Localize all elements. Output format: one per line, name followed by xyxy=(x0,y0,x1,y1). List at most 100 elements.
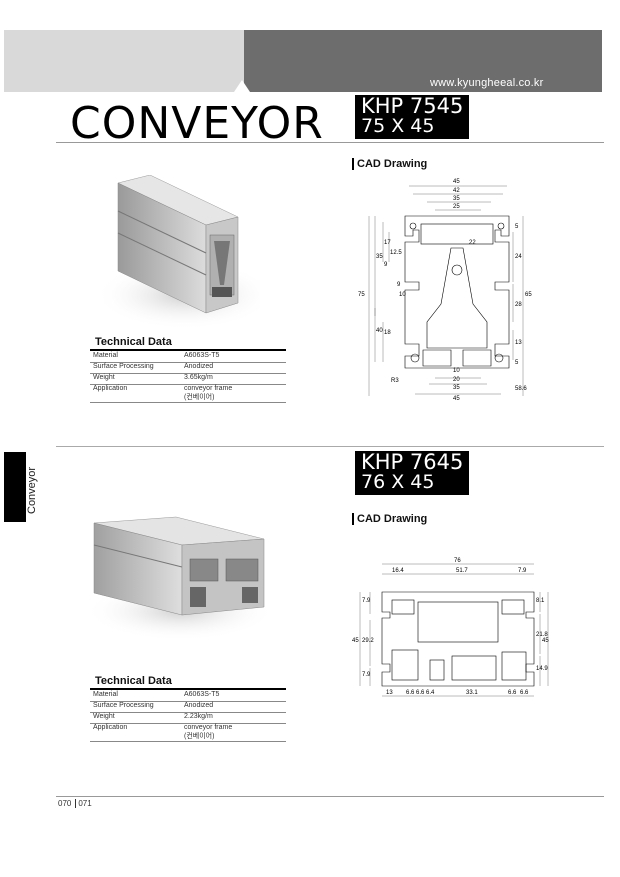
tech-value: Anodized xyxy=(181,701,286,713)
dim-bot-6-6-b: 6.6 xyxy=(416,690,425,696)
product-image-1 xyxy=(95,175,260,330)
tech-value: Anodized xyxy=(181,362,286,374)
dim-left-9-a: 9 xyxy=(384,262,388,268)
dim-right-28: 28 xyxy=(515,302,522,308)
tech-key: Material xyxy=(90,691,181,702)
tech-value: 3.65kg/m xyxy=(181,373,286,385)
dim-bot-13: 13 xyxy=(386,690,393,696)
model-size-1: 75 X 45 xyxy=(361,115,435,137)
model-badge-2: KHP 7645 76 X 45 xyxy=(355,450,470,495)
tech-key: Weight xyxy=(90,373,181,385)
tech-value: A6063S-T5 xyxy=(181,691,286,702)
dim-right-8-1: 8.1 xyxy=(536,598,545,604)
tech-title-2: Technical Data xyxy=(95,675,172,687)
tech-key: Material xyxy=(90,352,181,363)
dim-top-51-7: 51.7 xyxy=(456,568,468,574)
header-notch xyxy=(234,80,250,92)
dim-left-75: 75 xyxy=(358,292,365,298)
page-number-left: 070 xyxy=(58,799,72,808)
dim-mid-22: 22 xyxy=(469,240,476,246)
dim-right-45: 45 xyxy=(542,638,549,644)
section-divider-2 xyxy=(56,446,604,447)
page-number-right: 071 xyxy=(78,799,92,808)
dim-mid-10-a: 10 xyxy=(399,292,406,298)
website-url[interactable]: www.kyungheeal.co.kr xyxy=(430,77,544,89)
dim-right-13: 13 xyxy=(515,340,522,346)
dim-left-7-9-b: 7.9 xyxy=(362,672,371,678)
side-category-label: Conveyor xyxy=(26,466,38,514)
tech-value-line1: conveyor frame xyxy=(184,724,233,731)
dim-left-18: 18 xyxy=(384,330,391,336)
dim-bot-6-6-d: 6.6 xyxy=(520,690,529,696)
tech-key: Application xyxy=(90,723,181,742)
tech-key: Surface Processing xyxy=(90,362,181,374)
model-name-1: KHP 7545 xyxy=(361,94,464,118)
section-divider-1 xyxy=(56,142,604,143)
dim-top-16-4: 16.4 xyxy=(392,568,404,574)
dim-left-29-2: 29.2 xyxy=(362,638,374,644)
page-separator xyxy=(75,799,77,808)
cad-drawing-1: 45 42 35 25 35 17 12.5 9 75 40 18 9 22 1… xyxy=(358,179,532,402)
dim-corner-58-6: 58.6 xyxy=(515,386,527,392)
dim-top-7-9: 7.9 xyxy=(518,568,527,574)
dim-left-17: 17 xyxy=(384,240,391,246)
tech-value: 2.23kg/m xyxy=(181,712,286,724)
dim-top-25: 25 xyxy=(453,204,460,210)
dim-left-9-b: 9 xyxy=(397,282,401,288)
tech-value-line2: (컨베이어) xyxy=(184,394,215,401)
dim-bot-6-6-a: 6.6 xyxy=(406,690,415,696)
header-band-dark xyxy=(244,30,602,92)
dim-left-45: 45 xyxy=(352,638,359,644)
tech-value-line1: conveyor frame xyxy=(184,385,233,392)
tech-title-1: Technical Data xyxy=(95,336,172,348)
tech-rule-1 xyxy=(90,349,286,351)
dim-bot-33-1: 33.1 xyxy=(466,690,478,696)
dim-bot-35: 35 xyxy=(453,385,460,391)
dim-top-76: 76 xyxy=(454,558,461,564)
dim-mid-10-b: 10 xyxy=(453,368,460,374)
tech-value: conveyor frame (컨베이어) xyxy=(181,723,286,742)
footer-rule xyxy=(56,796,604,797)
model-size-2: 76 X 45 xyxy=(361,471,435,493)
dim-left-35: 35 xyxy=(376,254,383,260)
dim-right-14-9: 14.9 xyxy=(536,666,548,672)
dim-left-40: 40 xyxy=(376,328,383,334)
dim-bot-6-6-c: 6.6 xyxy=(508,690,517,696)
dim-left-7-9-a: 7.9 xyxy=(362,598,371,604)
model-name-2: KHP 7645 xyxy=(361,450,464,474)
dim-right-24: 24 xyxy=(515,254,522,260)
tech-key: Surface Processing xyxy=(90,701,181,713)
header-band-light xyxy=(4,30,244,92)
dim-bot-6-4: 6.4 xyxy=(426,690,435,696)
model-badge-1: KHP 7545 75 X 45 xyxy=(355,94,470,139)
dim-left-12-5: 12.5 xyxy=(390,250,402,256)
page-title: CONVEYOR xyxy=(70,98,324,149)
tech-value-line2: (컨베이어) xyxy=(184,733,215,740)
dim-top-35: 35 xyxy=(453,196,460,202)
dim-right-21-8: 21.8 xyxy=(536,632,548,638)
tech-key: Weight xyxy=(90,712,181,724)
tech-key: Application xyxy=(90,384,181,403)
tech-value: A6063S-T5 xyxy=(181,352,286,363)
dim-right-65: 65 xyxy=(525,292,532,298)
dim-bot-45: 45 xyxy=(453,396,460,402)
dim-bot-20: 20 xyxy=(453,377,460,383)
tech-value: conveyor frame (컨베이어) xyxy=(181,384,286,403)
cad-label-1: CAD Drawing xyxy=(352,158,427,170)
page-numbers: 070 071 xyxy=(58,799,94,808)
tech-rule-2 xyxy=(90,688,286,690)
product-image-2 xyxy=(85,516,275,641)
dim-top-45: 45 xyxy=(453,179,460,185)
cad-drawing-2: 76 16.4 51.7 7.9 7.9 29.2 45 7.9 8.1 21.… xyxy=(352,558,549,697)
side-category-tab xyxy=(4,452,26,522)
dim-right-5-a: 5 xyxy=(515,224,519,230)
